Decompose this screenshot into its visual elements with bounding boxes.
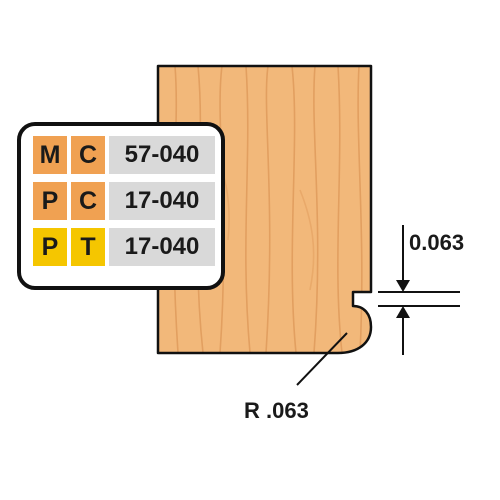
bit-code-table: M C 57-040 P C 17-040 P T 17-040 [17, 122, 225, 290]
arrowhead-up [396, 306, 410, 318]
code-letter-1: P [33, 182, 67, 220]
radius-dimension-label: R .063 [244, 398, 309, 423]
code-letter-2: C [71, 136, 105, 174]
part-number: 57-040 [109, 136, 215, 174]
code-letter-2: C [71, 182, 105, 220]
depth-dimension [378, 225, 460, 355]
arrowhead-down [396, 280, 410, 292]
code-letter-1: P [33, 228, 67, 266]
code-letter-2: T [71, 228, 105, 266]
part-number: 17-040 [109, 182, 215, 220]
wood-outline [156, 64, 373, 355]
part-number: 17-040 [109, 228, 215, 266]
radius-leader-line [296, 332, 348, 386]
code-letter-1: M [33, 136, 67, 174]
depth-dimension-label: 0.063 [409, 230, 465, 255]
